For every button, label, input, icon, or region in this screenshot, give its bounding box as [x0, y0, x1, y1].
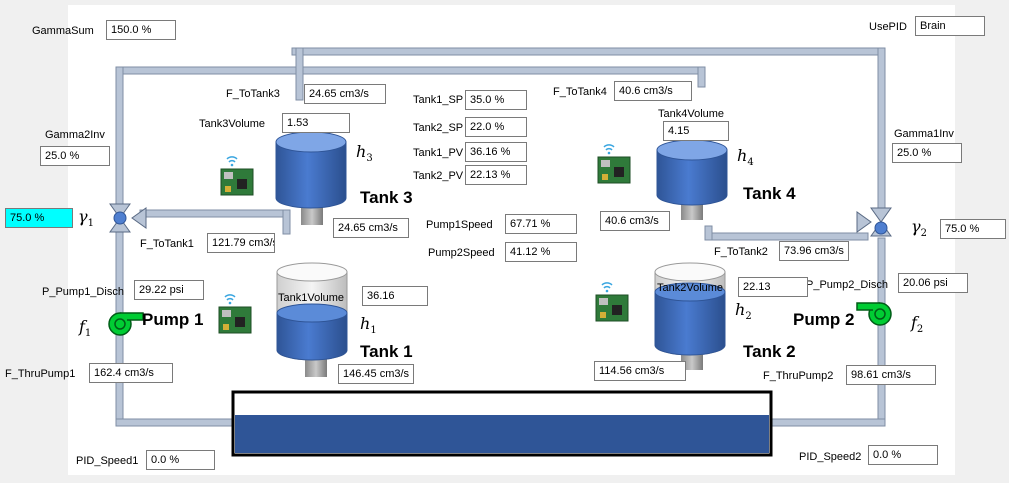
piping	[115, 47, 886, 438]
gamma1-inv-label: Gamma1Inv	[894, 128, 954, 140]
f-to-tank4-field[interactable]: 40.6 cm3/s	[614, 81, 692, 101]
tank1-graphic	[276, 262, 348, 377]
tank2-outflow-field[interactable]: 114.56 cm3/s	[594, 361, 686, 381]
tank1-symbol: h1	[360, 314, 377, 337]
tank4-volume-label: Tank4Volume	[658, 108, 725, 120]
tank3-name: Tank 3	[360, 188, 413, 207]
f-thru-pump1-label: F_ThruPump1	[5, 368, 76, 380]
raspberry-pi-wifi-icon	[220, 156, 254, 196]
gamma2-field[interactable]: 75.0 %	[940, 219, 1006, 239]
f-thru-pump2-field[interactable]: 98.61 cm3/s	[846, 365, 936, 385]
pid-speed1-field[interactable]: 0.0 %	[146, 450, 215, 470]
f-thru-pump1-field[interactable]: 162.4 cm3/s	[89, 363, 173, 383]
pipe-top-main	[115, 66, 706, 75]
pump2-name: Pump 2	[793, 310, 855, 329]
tank3-volume-label: Tank3Volume	[199, 118, 266, 130]
pipe-right-upper	[877, 47, 886, 211]
valve1-icon[interactable]	[109, 203, 147, 233]
tank4-name: Tank 4	[743, 184, 796, 203]
tank1-pv-label: Tank1_PV	[413, 147, 464, 159]
valve2-icon[interactable]	[856, 207, 892, 237]
gamma2-inv-label: Gamma2Inv	[45, 129, 105, 141]
tank2-volume-field[interactable]: 22.13	[738, 277, 808, 297]
use-pid-field[interactable]: Brain	[915, 16, 985, 36]
tank3-outflow-field[interactable]: 24.65 cm3/s	[333, 218, 409, 238]
tank4-graphic	[656, 139, 728, 220]
tank2-graphic	[654, 262, 726, 370]
pump2-speed-label: Pump2Speed	[428, 247, 495, 259]
valve1-symbol: γ1	[78, 207, 94, 230]
raspberry-pi-wifi-icon	[218, 294, 252, 334]
reservoir-water	[235, 415, 769, 453]
tank2-sp-label: Tank2_SP	[413, 122, 464, 134]
tank2-sp-field[interactable]: 22.0 %	[465, 117, 527, 137]
pump1-name: Pump 1	[142, 310, 204, 329]
pump2-symbol: f2	[911, 313, 924, 336]
pump1-icon[interactable]	[108, 312, 144, 336]
f-to-tank1-label: F_ToTank1	[140, 238, 194, 250]
use-pid-label: UsePID	[869, 21, 907, 33]
gamma1-field[interactable]: 75.0 %	[5, 208, 73, 228]
pipe-tank1-down	[282, 209, 291, 235]
f-to-tank2-field[interactable]: 73.96 cm3/s	[779, 241, 849, 261]
tank4-symbol: h4	[737, 146, 754, 169]
pump2-icon[interactable]	[856, 302, 892, 326]
tank2-symbol: h2	[735, 300, 752, 323]
p-pump2-disch-field[interactable]: 20.06 psi	[898, 273, 968, 293]
f-to-tank1-field[interactable]: 121.79 cm3/s	[207, 233, 275, 253]
pipe-tank3-drop	[295, 47, 304, 101]
tank1-volume-field[interactable]: 36.16	[362, 286, 428, 306]
tank1-outflow-field[interactable]: 146.45 cm3/s	[338, 364, 414, 384]
gamma-sum-field[interactable]: 150.0 %	[106, 20, 176, 40]
f-thru-pump2-label: F_ThruPump2	[763, 370, 834, 382]
p-pump1-disch-label: P_Pump1_Disch	[42, 286, 124, 298]
tank2-pv-field[interactable]: 22.13 %	[465, 165, 527, 185]
gamma2-inv-field[interactable]: 25.0 %	[40, 146, 110, 166]
tank2-name: Tank 2	[743, 342, 796, 361]
tank1-sp-field[interactable]: 35.0 %	[465, 90, 527, 110]
raspberry-pi-wifi-icon	[595, 282, 629, 322]
pid-speed2-label: PID_Speed2	[799, 451, 862, 463]
tank4-outflow-field[interactable]: 40.6 cm3/s	[600, 211, 670, 231]
f-to-tank4-label: F_ToTank4	[553, 86, 607, 98]
pipe-right-lower	[877, 237, 886, 427]
tank1-sp-label: Tank1_SP	[413, 94, 464, 106]
gamma-sum-label: GammaSum	[32, 25, 94, 37]
tank2-pv-label: Tank2_PV	[413, 170, 464, 182]
tank1-pv-field[interactable]: 36.16 %	[465, 142, 527, 162]
pipe-left-upper	[115, 66, 124, 208]
tank1-name: Tank 1	[360, 342, 413, 361]
pipe-right-to-tank2	[704, 232, 869, 241]
pump1-speed-label: Pump1Speed	[426, 219, 493, 231]
tank4-volume-field[interactable]: 4.15	[663, 121, 729, 141]
f-to-tank3-field[interactable]: 24.65 cm3/s	[304, 84, 386, 104]
f-to-tank2-label: F_ToTank2	[714, 246, 768, 258]
p-pump1-disch-field[interactable]: 29.22 psi	[134, 280, 204, 300]
pump1-speed-field[interactable]: 67.71 %	[505, 214, 577, 234]
tank3-spout	[301, 205, 323, 225]
tank3-symbol: h3	[356, 142, 373, 165]
pid-speed2-field[interactable]: 0.0 %	[868, 445, 938, 465]
raspberry-pi-wifi-icon	[597, 144, 631, 184]
pid-speed1-label: PID_Speed1	[76, 455, 139, 467]
pipe-tank2-down	[704, 225, 713, 241]
pipe-left-to-tank1	[139, 209, 291, 218]
p-pump2-disch-label: P_Pump2_Disch	[806, 279, 888, 291]
tank1-spout	[305, 357, 327, 377]
gamma1-inv-field[interactable]: 25.0 %	[892, 143, 962, 163]
f-to-tank3-label: F_ToTank3	[226, 88, 280, 100]
tank3-graphic	[275, 131, 347, 225]
tank1-volume-label: Tank1Volume	[278, 292, 345, 304]
reservoir	[231, 390, 773, 457]
tank2-volume-label: Tank2Volume	[657, 282, 724, 294]
pump1-symbol: f1	[79, 317, 92, 340]
pipe-top-upper	[291, 47, 886, 56]
valve2-symbol: γ2	[911, 217, 927, 240]
pipe-tank4-drop	[697, 66, 706, 88]
tank3-volume-field[interactable]: 1.53	[282, 113, 350, 133]
pump2-speed-field[interactable]: 41.12 %	[505, 242, 577, 262]
